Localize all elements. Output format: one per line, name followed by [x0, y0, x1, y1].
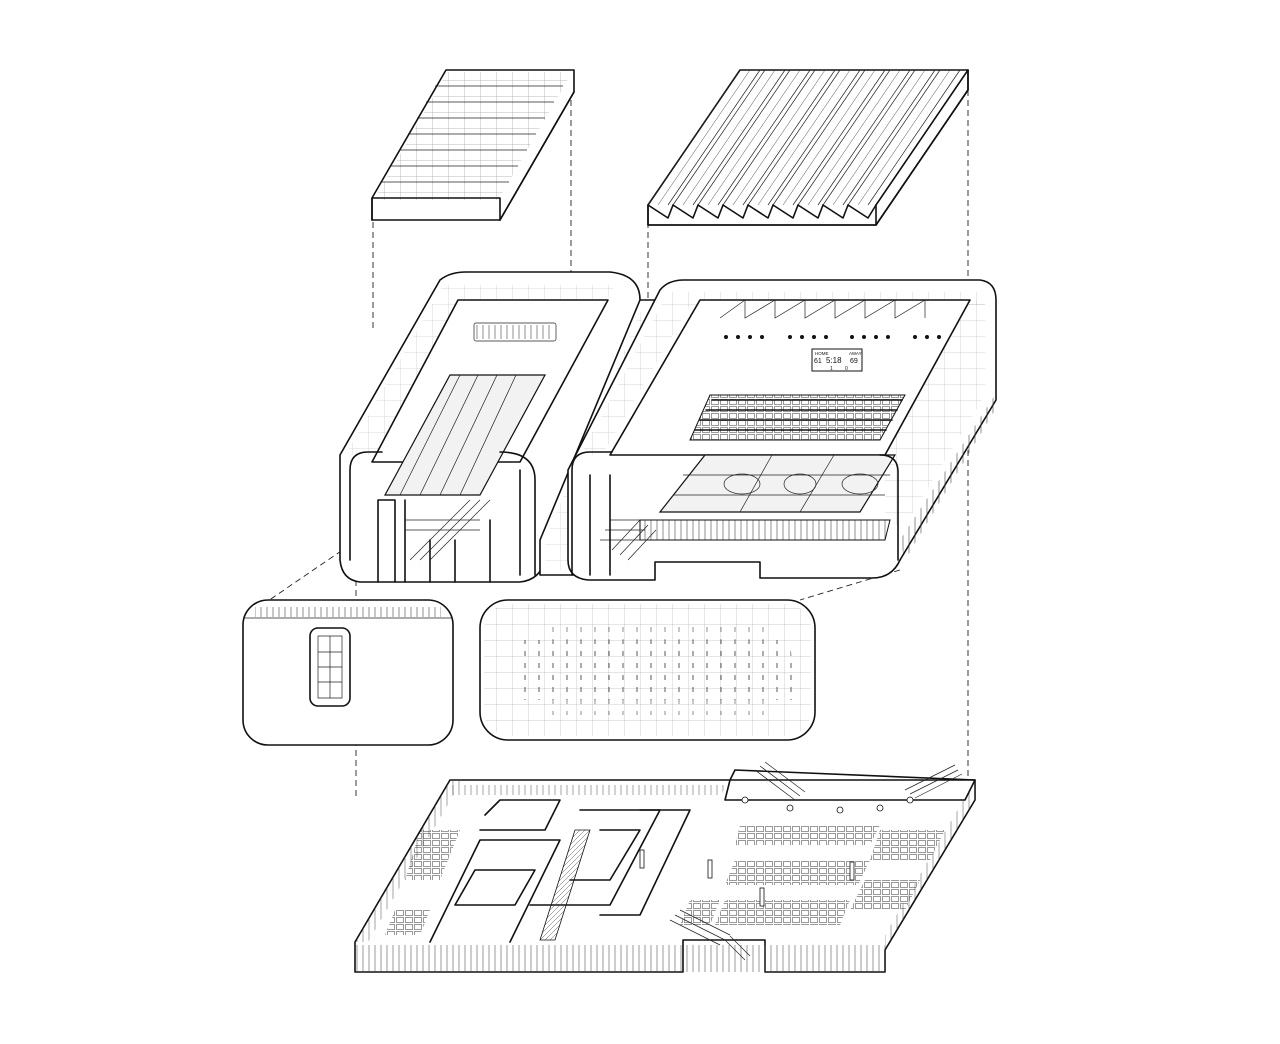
scoreboard-home-label: HOME — [815, 351, 829, 356]
scoreboard-clock: 5:18 — [826, 356, 842, 365]
scoreboard-home-period: 1 — [830, 366, 833, 372]
ground-floor-plan — [354, 761, 976, 973]
pool-facade-panel — [242, 599, 454, 746]
scoreboard-away-period: 0 — [845, 366, 848, 372]
scoreboard-home-score: 61 — [814, 358, 822, 365]
scoreboard-away-label: AWAY — [849, 351, 862, 356]
arena-facade-panel — [479, 599, 816, 741]
arena-roof-panel — [647, 69, 969, 226]
pool-roof-panel — [371, 69, 575, 221]
scoreboard: HOME AWAY 61 5:18 69 1 0 — [811, 348, 863, 372]
scoreboard-away-score: 69 — [850, 358, 858, 365]
main-building-mass — [339, 271, 997, 583]
